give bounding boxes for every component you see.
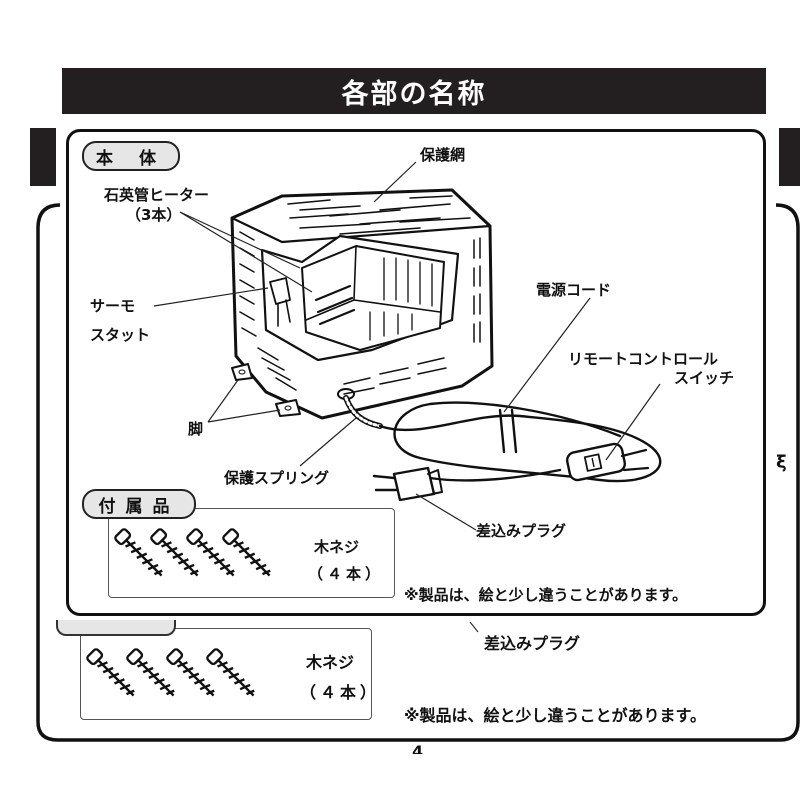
label-power-cord: 電源コード	[536, 281, 612, 299]
background-screw-name: 木ネジ	[306, 653, 355, 672]
label-remote-switch-line2: スイッチ	[674, 369, 735, 387]
background-screw-count: （４本）	[300, 683, 381, 702]
page-title: 各部の名称	[62, 68, 766, 114]
background-note: ※製品は、絵と少し違うことがあります。	[404, 706, 706, 725]
background-plug-label: 差込みプラグ	[484, 634, 581, 653]
accessory-section-label: 付属品	[82, 489, 196, 519]
label-feet: 脚	[188, 420, 204, 438]
label-remote-switch-line1: リモートコントロール	[568, 350, 719, 368]
background-title-bar-right	[779, 128, 800, 186]
label-quartz-heater-count: （3本）	[126, 206, 182, 224]
background-title-bar-left	[30, 128, 56, 186]
label-protective-spring: 保護スプリング	[224, 469, 330, 487]
screw-count: （４本）	[308, 565, 385, 583]
label-quartz-heater: 石英管ヒーター	[104, 186, 210, 204]
disclaimer-note: ※製品は、絵と少し違うことがあります。	[404, 586, 688, 604]
label-protective-net: 保護網	[420, 146, 466, 164]
label-thermostat-line1: サーモ	[90, 297, 136, 315]
background-page-number: 4	[412, 742, 424, 754]
label-thermostat-line2: スタット	[90, 326, 151, 344]
section-label-main-unit: 本 体	[82, 141, 180, 171]
accessory-box	[108, 508, 395, 598]
background-accessory-box	[80, 628, 372, 720]
label-plug: 差込みプラグ	[476, 522, 567, 540]
screw-name: 木ネジ	[314, 538, 360, 556]
background-accessory-pill	[56, 620, 176, 636]
background-edge-glyph: ξ	[776, 452, 787, 473]
